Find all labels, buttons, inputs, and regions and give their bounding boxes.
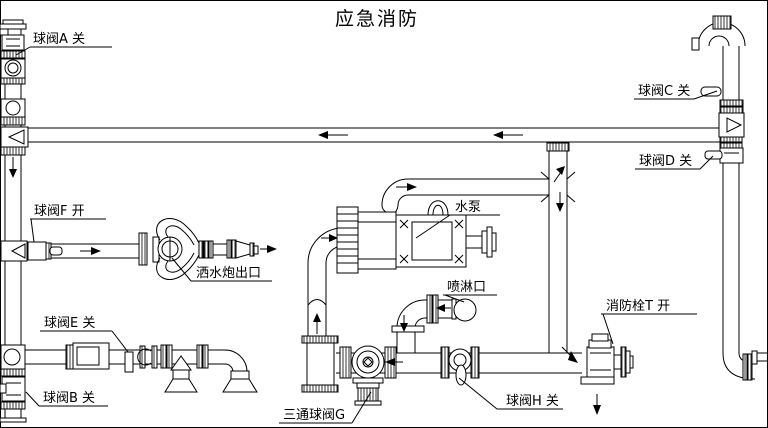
diagram-title: 应急消防 [335, 8, 419, 30]
spray-nozzle-2 [222, 370, 258, 393]
valve-a-label: 球阀A 关 [33, 32, 85, 47]
ball-valve-f [27, 241, 63, 261]
label-valve-h: 球阀H 关 [458, 377, 563, 410]
hydrant-t-label: 消防栓T 开 [606, 298, 670, 314]
cannon-outlet-label: 洒水炮出口 [196, 266, 261, 281]
flow-arrow-in-spray-port [436, 304, 451, 312]
camlock-coupling-2 [0, 98, 26, 118]
top-supply-pipe [28, 127, 723, 143]
tee-junction-right [718, 112, 745, 138]
discharge-riser [540, 142, 578, 363]
branch-elbow-down [224, 349, 248, 373]
flow-arrow-up-branch [553, 166, 565, 183]
cannon-branch [27, 218, 277, 280]
tee-junction-cannon-branch [0, 240, 28, 262]
flow-arrow-down-branch [556, 192, 564, 212]
suction-spool [301, 335, 339, 393]
label-pump: 水泵 [415, 200, 500, 239]
pump-bolt-marks [399, 219, 464, 264]
three-way-valve-g [339, 345, 397, 406]
ball-valve-c [700, 86, 744, 114]
right-pipe-assembly [691, 15, 767, 381]
label-valve-a: 球阀A 关 [15, 32, 112, 56]
sprinkler-branch [25, 342, 258, 393]
label-valve-b: 球阀B 关 [25, 391, 108, 407]
camlock-coupling-1 [0, 58, 26, 79]
label-valve-f: 球阀F 开 [30, 204, 106, 243]
label-cannon-outlet: 洒水炮出口 [171, 257, 272, 282]
valve-e-label: 球阀E 关 [44, 316, 95, 331]
spray-port-label: 喷淋口 [447, 280, 486, 295]
flow-arrow-right-mid [396, 183, 417, 191]
flow-arrow-down-left-pipe [9, 157, 17, 178]
pump-discharge-pipe [381, 178, 549, 215]
label-hydrant-t: 消防栓T 开 [601, 298, 697, 345]
valve-g-label: 三通球阀G [283, 408, 345, 423]
top-stub [0, 28, 9, 36]
flow-arrow-left-2 [493, 131, 523, 139]
bottom-manifold [301, 294, 634, 415]
valve-d-label: 球阀D 关 [639, 154, 692, 169]
label-valve-d: 球阀D 关 [635, 154, 714, 170]
water-cannon [138, 218, 259, 280]
pump-label: 水泵 [455, 200, 481, 215]
label-spray-port: 喷淋口 [443, 280, 497, 303]
pump-shaft [466, 226, 497, 258]
flow-arrow-into-pump [321, 234, 338, 242]
ball-valve-e [65, 342, 134, 373]
label-valve-g: 三通球阀G [279, 391, 372, 424]
water-pump [336, 200, 497, 274]
flow-arrow-into-manifold [561, 346, 578, 363]
valve-c-label: 球阀C 关 [638, 84, 690, 99]
valve-f-label: 球阀F 开 [34, 204, 85, 219]
ball-valve-b [0, 376, 26, 402]
flow-arrow-left-manifold [385, 358, 403, 366]
flow-arrow-left-1 [318, 131, 348, 139]
spray-port-assembly [391, 294, 477, 353]
camlock-coupling-3 [0, 344, 26, 370]
tee-junction-left [0, 126, 29, 148]
label-valve-e: 球阀E 关 [40, 316, 129, 353]
ball-valve-d [704, 147, 744, 164]
valve-b-label: 球阀B 关 [43, 391, 95, 406]
ball-valve-a [1, 34, 25, 51]
bottom-elbow [722, 350, 767, 381]
top-elbow [691, 15, 746, 51]
flow-arrow-up-suction [313, 313, 321, 334]
fire-hydrant-t [580, 333, 634, 385]
spray-nozzle-1 [164, 355, 198, 393]
ball-valve-h [440, 346, 480, 386]
quick-coupling [137, 345, 158, 369]
flow-arrow-down-spray [400, 315, 408, 332]
flow-arrow-down-hydrant [593, 394, 601, 415]
flow-arrow-right-cannon [80, 247, 101, 255]
left-pipe-assembly [0, 19, 29, 423]
flow-arrow-cannon-outlet [260, 245, 277, 253]
label-valve-c: 球阀C 关 [634, 84, 718, 100]
valve-h-label: 球阀H 关 [506, 394, 559, 409]
